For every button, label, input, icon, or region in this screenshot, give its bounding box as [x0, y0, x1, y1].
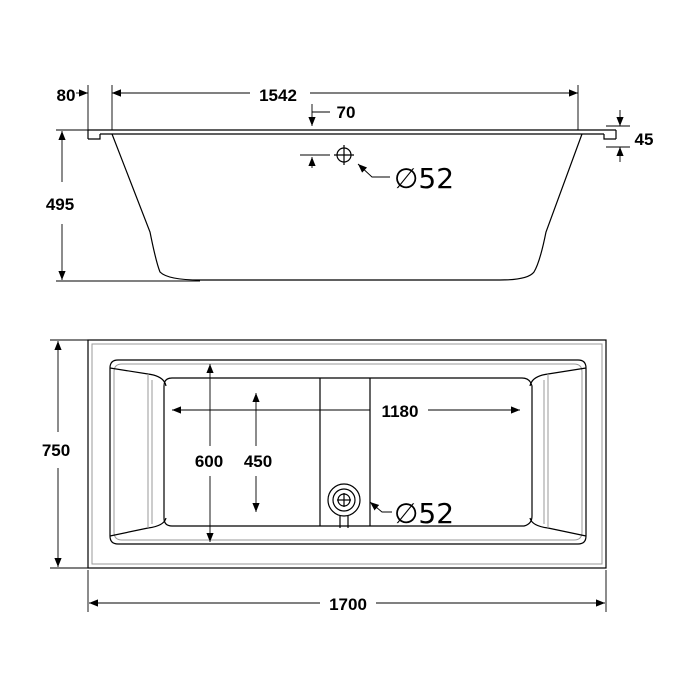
overflow-crosshair-icon [334, 145, 354, 165]
tub-body-outline [111, 133, 583, 281]
side-view: 80 1542 70 ∅52 45 495 [46, 85, 654, 282]
dim-floor-width: 450 [244, 452, 272, 471]
dim-total-length: 1700 [329, 595, 367, 614]
top-view: ∅52 750 600 450 1180 1700 [42, 339, 607, 614]
overflow-diameter-label: ∅52 [394, 162, 454, 195]
rim-outline [87, 129, 617, 140]
dim-overflow-offset: 70 [337, 103, 356, 122]
dim-inner-length: 1542 [259, 86, 297, 105]
drain-icon [327, 483, 361, 528]
dim-width: 750 [42, 441, 70, 460]
dim-rim-width: 80 [57, 86, 76, 105]
dim-rim-height: 45 [635, 130, 654, 149]
tub-outer-rim [87, 339, 607, 569]
dim-basin-width: 600 [195, 452, 223, 471]
drain-diameter-label: ∅52 [394, 497, 454, 530]
dim-depth: 495 [46, 195, 74, 214]
basin-outline [109, 359, 587, 545]
dim-floor-length: 1180 [382, 402, 419, 421]
